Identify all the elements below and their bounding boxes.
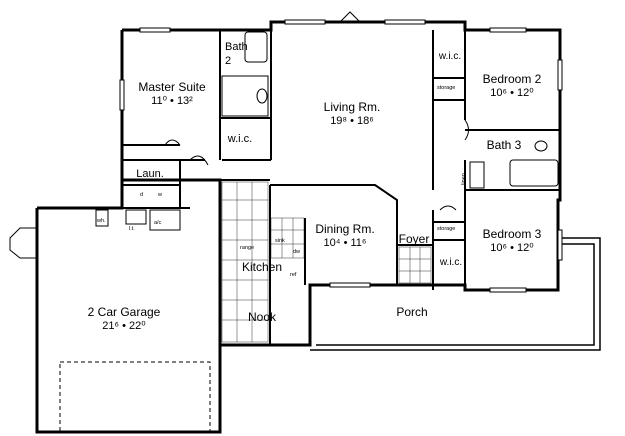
room-name: Master Suite (138, 80, 206, 94)
room-bedroom3: Bedroom 3 10⁶ • 12⁰ (483, 227, 542, 255)
room-name: Dining Rm. (315, 222, 375, 236)
storage-label-bottom: storage (437, 226, 456, 232)
room-dining: Dining Rm. 10⁴ • 11⁶ (315, 222, 374, 250)
room-wic-bed2: w.i.c. (439, 50, 461, 64)
room-dims: 19⁸ • 18⁶ (330, 115, 374, 127)
room-garage: 2 Car Garage 21⁶ • 22⁰ (88, 305, 161, 333)
room-living: Living Rm. 19⁸ • 18⁶ (324, 100, 381, 128)
room-kitchen: Kitchen (242, 260, 282, 274)
bath-fixtures (221, 31, 559, 189)
room-bedroom2: Bedroom 2 10⁶ • 12⁰ (483, 72, 542, 100)
room-name: Porch (396, 305, 428, 319)
room-name: Bath 2 (225, 41, 248, 67)
washer-label: w (158, 192, 162, 198)
water-heater-label: wh. (97, 218, 106, 224)
doors (164, 11, 469, 211)
room-name: Bedroom 2 (482, 72, 542, 86)
dryer-label: d (140, 192, 144, 198)
room-name: Nook (247, 310, 277, 324)
room-porch: Porch (396, 305, 427, 319)
room-dims: 10⁴ • 11⁶ (323, 237, 367, 249)
linen-label: linen (460, 173, 467, 185)
kitchen-floor-grid (221, 181, 432, 343)
garage-steps (9, 209, 181, 259)
room-master-suite: Master Suite 11⁰ • 13² (138, 80, 205, 108)
interior-walls (122, 30, 560, 345)
room-name: Bedroom 3 (482, 227, 542, 241)
ac-label: a/c (154, 220, 162, 226)
room-name: w.i.c. (227, 133, 253, 145)
room-nook: Nook (248, 310, 276, 324)
room-bath3: Bath 3 (487, 138, 522, 152)
room-dims: 10⁶ • 12⁰ (490, 242, 534, 254)
room-name: w.i.c. (438, 51, 462, 62)
porch-outline (310, 237, 601, 351)
room-name: Laun. (136, 168, 164, 180)
storage-label-top: storage (437, 85, 456, 91)
windows (119, 19, 563, 293)
room-name: Kitchen (241, 260, 283, 274)
room-name: Living Rm. (323, 100, 381, 114)
room-name: Bath 3 (486, 138, 522, 152)
room-dims: 21⁶ • 22⁰ (102, 320, 146, 332)
refrigerator-label: ref (290, 272, 297, 278)
room-foyer: Foyer (399, 232, 430, 246)
laundry-tub-label: l.t. (129, 226, 135, 232)
room-dims: 10⁶ • 12⁰ (490, 87, 534, 99)
exterior-walls (35, 20, 562, 434)
room-laundry: Laun. (136, 167, 164, 181)
room-wic-bed3: w.i.c. (440, 256, 462, 270)
range-label: range (240, 245, 255, 251)
room-name: Foyer (398, 232, 430, 246)
sink-label: sink (275, 238, 285, 244)
garage-door (59, 361, 211, 433)
room-name: 2 Car Garage (87, 305, 161, 319)
room-bath2: Bath 2 (225, 40, 248, 68)
room-dims: 11⁰ • 13² (151, 95, 193, 107)
room-wic-master: w.i.c. (228, 132, 252, 146)
room-name: w.i.c. (439, 257, 463, 268)
dishwasher-label: dw (293, 249, 301, 255)
